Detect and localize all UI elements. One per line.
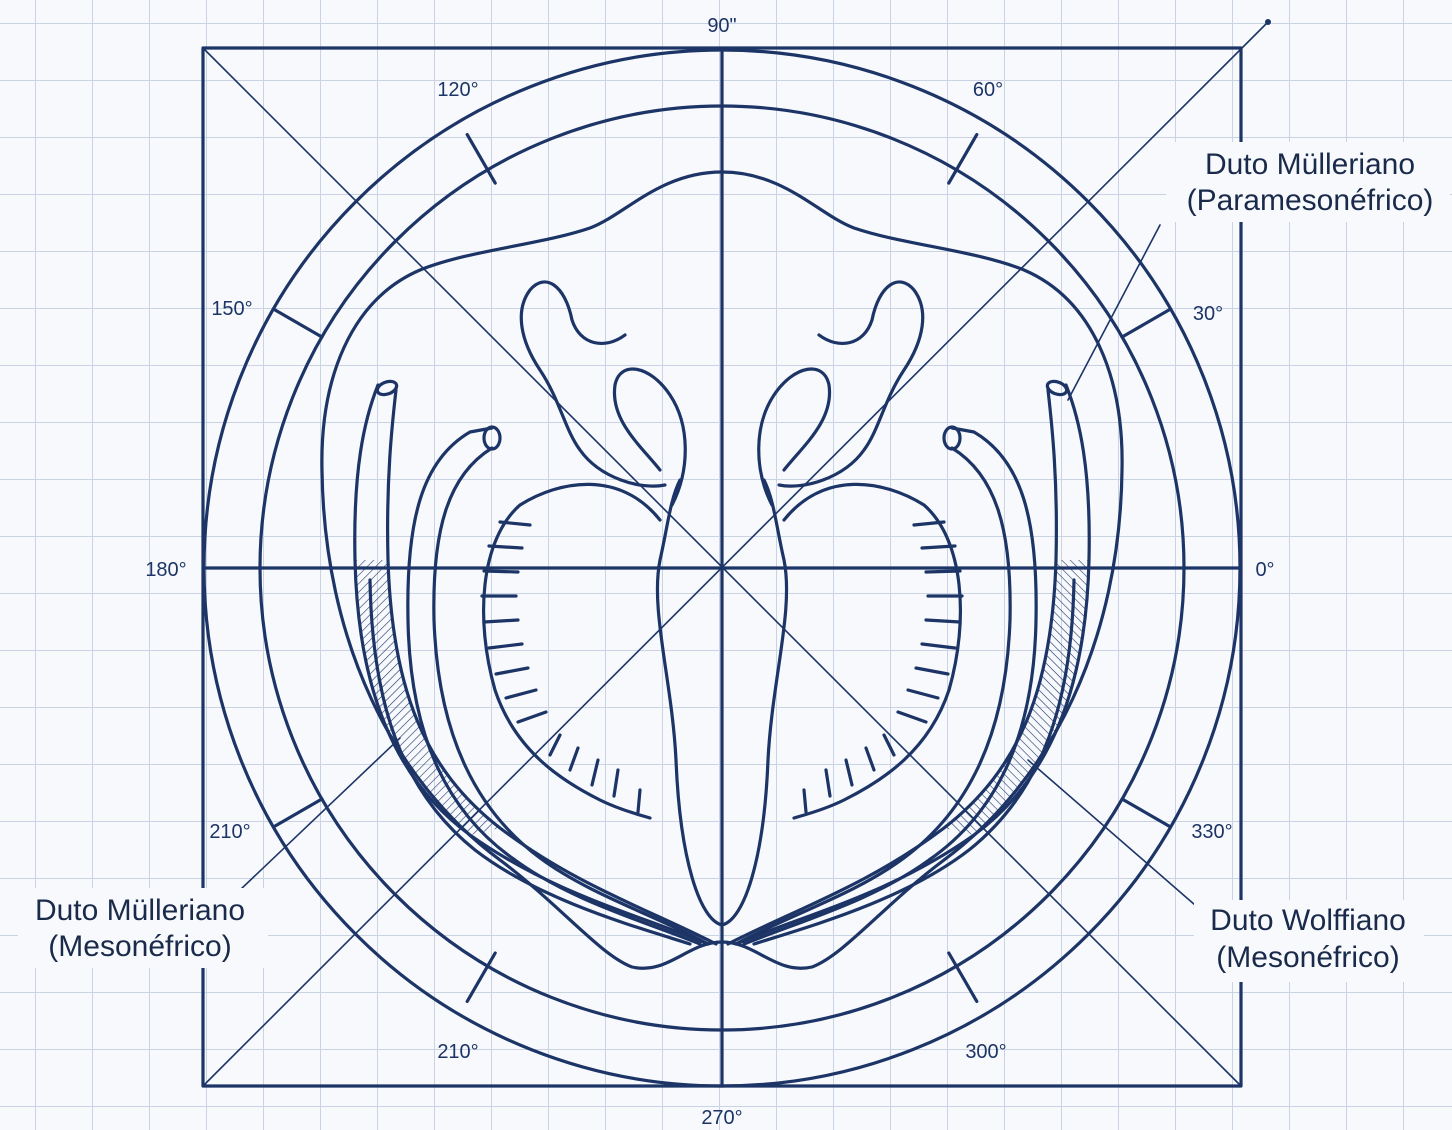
tick-120 (467, 135, 495, 184)
tick-240 (467, 953, 495, 1001)
mesonephric-tubules (482, 522, 640, 812)
tubule-loop-upper (521, 282, 665, 486)
callout-right-line1: Duto Wolffiano (1210, 904, 1406, 937)
leader-top-right (1068, 225, 1160, 400)
callout-top-right-line2: (Paramesonéfrico) (1187, 184, 1434, 217)
callout-right: Duto Wolffiano (Mesonéfrico) (1194, 900, 1424, 982)
angle-label-120: 120° (437, 79, 478, 101)
tick-30 (1122, 309, 1171, 337)
diagonal-end-dot (1265, 19, 1271, 25)
angle-label-180: 180° (145, 559, 186, 581)
leader-right (1028, 760, 1195, 905)
callout-left: Duto Mülleriano (Mesonéfrico) (18, 888, 268, 968)
callout-top-right: Duto Mülleriano (Paramesonéfrico) (1166, 142, 1450, 222)
callout-left-line2: (Mesonéfrico) (48, 930, 231, 963)
tick-300 (949, 953, 977, 1001)
leader-left (240, 738, 400, 890)
anatomy-right (722, 172, 1122, 968)
tick-60 (949, 135, 977, 184)
tick-150 (273, 309, 322, 337)
angle-label-210-left: 210° (209, 821, 250, 843)
angle-label-60: 60° (973, 79, 1003, 101)
tick-210 (273, 799, 322, 827)
angle-label-330: 330° (1191, 821, 1232, 843)
diagonal-line-2 (203, 22, 1268, 1086)
angle-label-300: 300° (965, 1041, 1006, 1063)
tick-330 (1122, 799, 1171, 827)
angle-label-90: 90" (707, 15, 736, 37)
angle-label-0: 0° (1255, 559, 1274, 581)
degree-labels: 90" 120° 60° 150° 30° 180° 0° 210° 330° … (145, 15, 1274, 1129)
wolffian-duct-opening (484, 427, 500, 449)
mullerian-duct-hatching (355, 560, 500, 835)
angle-label-270: 270° (701, 1107, 742, 1129)
angle-label-210-bottom: 210° (437, 1041, 478, 1063)
callout-top-right-line1: Duto Mülleriano (1205, 148, 1415, 181)
callout-right-line2: (Mesonéfrico) (1216, 941, 1399, 974)
angle-label-30: 30° (1193, 303, 1223, 325)
angle-label-150: 150° (211, 298, 252, 320)
anatomy-left (322, 172, 722, 968)
callout-left-line1: Duto Mülleriano (35, 894, 245, 927)
central-organ-left (657, 480, 722, 925)
construction-frame (203, 19, 1271, 1086)
mullerian-duct-outer-line (355, 385, 708, 944)
